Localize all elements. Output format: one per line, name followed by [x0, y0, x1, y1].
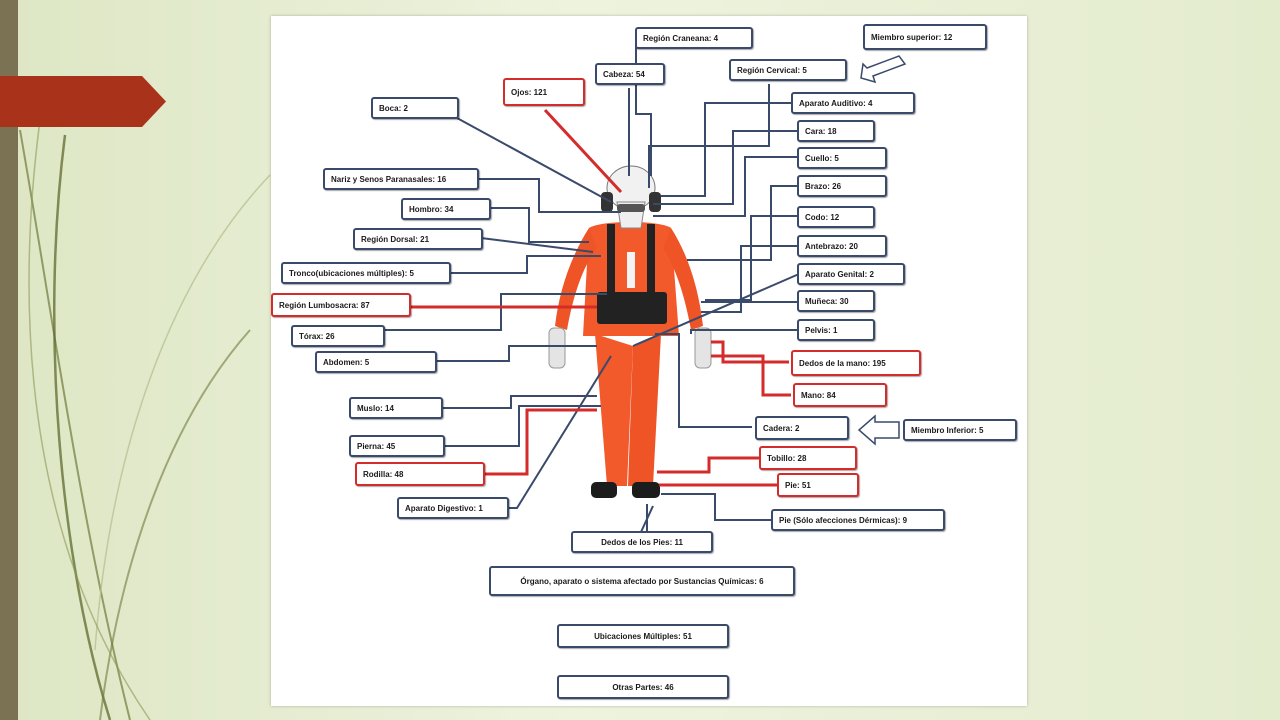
hollow-arrows — [857, 55, 907, 446]
label-rodilla: Rodilla: 48 — [355, 462, 485, 486]
label-pierna: Pierna: 45 — [349, 435, 445, 457]
title-arrow-tab — [0, 76, 166, 127]
decorative-swooshes — [19, 119, 271, 720]
label-dedos-de-los-pies: Dedos de los Pies: 11 — [571, 531, 713, 553]
label-aparato-auditivo: Aparato Auditivo: 4 — [791, 92, 915, 114]
label-hombro: Hombro: 34 — [401, 198, 491, 220]
label-cara: Cara: 18 — [797, 120, 875, 142]
label-cuello: Cuello: 5 — [797, 147, 887, 169]
label-miembro-inferior: Miembro Inferior: 5 — [903, 419, 1017, 441]
label-tobillo: Tobillo: 28 — [759, 446, 857, 470]
label-region-craneana: Región Craneana: 4 — [635, 27, 753, 49]
label-codo: Codo: 12 — [797, 206, 875, 228]
label-region-lumbosacra: Región Lumbosacra: 87 — [271, 293, 411, 317]
worker-figure — [548, 165, 712, 498]
label-pie-dermicas: Pie (Sólo afecciones Dérmicas): 9 — [771, 509, 945, 531]
diagram-graphics — [379, 44, 907, 540]
left-accent-bar — [0, 0, 18, 720]
label-mano: Mano: 84 — [793, 383, 887, 407]
label-aparato-digestivo: Aparato Digestivo: 1 — [397, 497, 509, 519]
label-pie: Pie: 51 — [777, 473, 859, 497]
body-injury-diagram: Región Craneana: 4 Miembro superior: 12 … — [271, 16, 1027, 706]
label-sustancias-quimicas: Órgano, aparato o sistema afectado por S… — [489, 566, 795, 596]
label-nariz: Nariz y Senos Paranasales: 16 — [323, 168, 479, 190]
label-region-dorsal: Región Dorsal: 21 — [353, 228, 483, 250]
label-aparato-genital: Aparato Genital: 2 — [797, 263, 905, 285]
label-cadera: Cadera: 2 — [755, 416, 849, 440]
label-muslo: Muslo: 14 — [349, 397, 443, 419]
label-region-cervical: Región Cervical: 5 — [729, 59, 847, 81]
label-dedos-de-la-mano: Dedos de la mano: 195 — [791, 350, 921, 376]
label-antebrazo: Antebrazo: 20 — [797, 235, 887, 257]
label-abdomen: Abdomen: 5 — [315, 351, 437, 373]
label-brazo: Brazo: 26 — [797, 175, 887, 197]
label-ubicaciones-multiples: Ubicaciones Múltiples: 51 — [557, 624, 729, 648]
label-miembro-superior: Miembro superior: 12 — [863, 24, 987, 50]
label-tronco: Tronco(ubicaciones múltiples): 5 — [281, 262, 451, 284]
label-ojos: Ojos: 121 — [503, 78, 585, 106]
label-torax: Tórax: 26 — [291, 325, 385, 347]
label-pelvis: Pelvis: 1 — [797, 319, 875, 341]
label-boca: Boca: 2 — [371, 97, 459, 119]
label-muneca: Muñeca: 30 — [797, 290, 875, 312]
label-cabeza: Cabeza: 54 — [595, 63, 665, 85]
label-otras-partes: Otras Partes: 46 — [557, 675, 729, 699]
